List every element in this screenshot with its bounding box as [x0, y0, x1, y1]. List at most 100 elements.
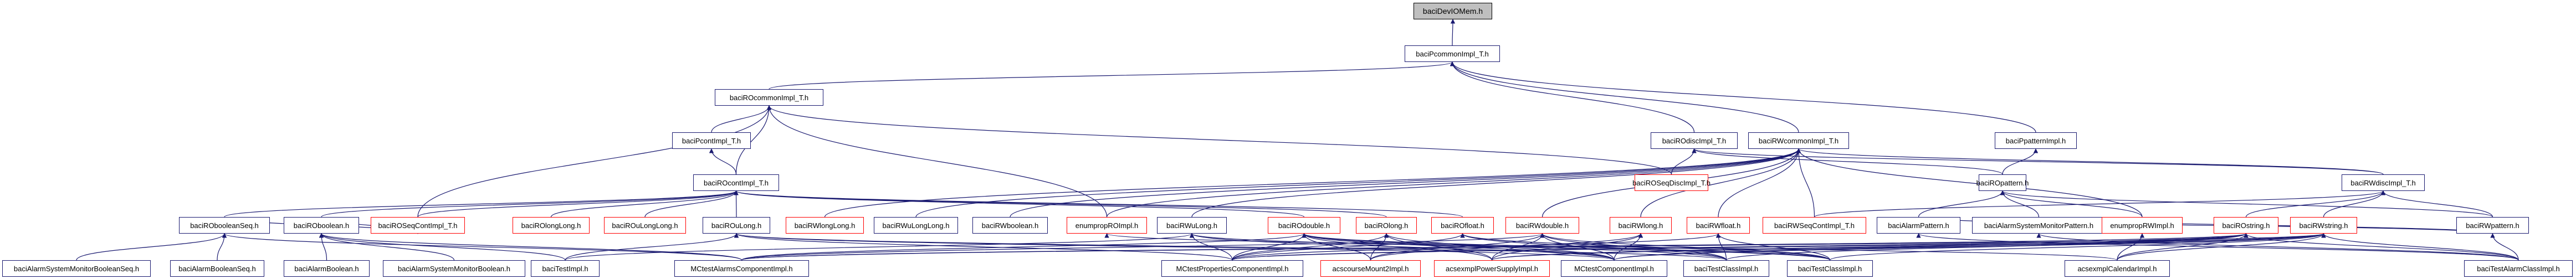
graph-node-bacirwfloat-h[interactable]: baciRWfloat.h — [1687, 217, 1750, 234]
graph-node-bacirwlong-h[interactable]: baciRWlong.h — [1610, 217, 1672, 234]
graph-node-bacirolong-h[interactable]: baciROlong.h — [1356, 217, 1417, 234]
graph-edge — [1796, 148, 2384, 175]
graph-node-bacirwstring-h[interactable]: baciRWstring.h — [2290, 217, 2357, 234]
graph-edge — [711, 105, 772, 133]
graph-node-bacirocontimpl-t-h[interactable]: baciROcontImpl_T.h — [693, 174, 779, 191]
graph-node-enumproproimpl-h[interactable]: enumpropROImpl.h — [1067, 217, 1147, 234]
graph-edge — [321, 190, 739, 218]
graph-node-baciroulong-h[interactable]: baciROuLong.h — [703, 217, 770, 234]
graph-node-bacialarmsystemmonitorpattern-h[interactable]: baciAlarmSystemMonitorPattern.h — [1972, 217, 2106, 234]
graph-node-bacialarmboolean-h[interactable]: baciAlarmBoolean.h — [284, 260, 370, 277]
graph-node-label: baciROSeqDiscImpl_T.h — [1632, 178, 1710, 187]
graph-edge — [1725, 233, 2249, 261]
graph-edge — [1460, 233, 1727, 261]
graph-node-baciroulonglong-h[interactable]: baciROuLongLong.h — [604, 217, 686, 234]
graph-edge — [1450, 61, 2036, 133]
graph-node-bacirwcommonimpl-t-h[interactable]: baciRWcommonImpl_T.h — [1748, 132, 1849, 149]
graph-node-mctestcomponentimpl-h[interactable]: MCtestComponentImpl.h — [1561, 260, 1667, 277]
graph-node-baciroseqcontimpl-t-h[interactable]: baciROSeqContImpl_T.h — [371, 217, 465, 234]
graph-node-bacipcommonimpl-t-h[interactable]: baciPcommonImpl_T.h — [1405, 45, 1500, 62]
graph-node-label: baciROlong.h — [1364, 221, 1409, 230]
graph-edge — [1491, 233, 1545, 261]
graph-node-bacitestimpl-h[interactable]: baciTestImpl.h — [531, 260, 600, 277]
graph-edge — [734, 190, 1387, 218]
graph-node-bacideviomem-h[interactable]: baciDevIOMem.h — [1414, 3, 1492, 19]
graph-node-bacitestclassimpl-h[interactable]: baciTestClassImpl.h — [1787, 260, 1873, 277]
graph-node-bacirwseqcontimpl-t-h[interactable]: baciRWSeqContImpl_T.h — [1763, 217, 1866, 234]
graph-edge — [76, 233, 227, 261]
graph-node-bacippatternimpl-h[interactable]: baciPpatternImpl.h — [1995, 132, 2077, 149]
graph-node-mctestpropertiescomponentimpl-h[interactable]: MCtestPropertiesComponentImpl.h — [1161, 260, 1303, 277]
graph-edge — [1796, 148, 2143, 218]
graph-node-label: acsexmplCalendarImpl.h — [2077, 264, 2157, 273]
graph-node-bacialarmsystemmonitorbooleanseq-h[interactable]: baciAlarmSystemMonitorBooleanSeq.h — [2, 260, 151, 277]
graph-node-bacirodouble-h[interactable]: baciROdouble.h — [1268, 217, 1340, 234]
graph-edge — [2000, 190, 2143, 218]
graph-node-bacirwulonglong-h[interactable]: baciRWuLongLong.h — [874, 217, 958, 234]
graph-node-bacirodiscimpl-t-h[interactable]: baciROdiscImpl_T.h — [1651, 132, 1738, 149]
graph-edge — [741, 233, 1307, 261]
graph-edge — [417, 190, 739, 218]
graph-node-acsexmplcalendarimpl-h[interactable]: acsexmplCalendarImpl.h — [2065, 260, 2170, 277]
graph-node-bacialarmsystemmonitorboolean-h[interactable]: baciAlarmSystemMonitorBoolean.h — [383, 260, 525, 277]
graph-node-label: baciAlarmSystemMonitorBooleanSeq.h — [13, 264, 140, 273]
graph-edge — [319, 233, 455, 261]
graph-node-label: acscourseMount2Impl.h — [1332, 264, 1409, 273]
graph-node-bacitestalarmclassimpl-h[interactable]: baciTestAlarmClassImpl.h — [2464, 260, 2573, 277]
graph-node-label: baciRWuLongLong.h — [882, 221, 950, 230]
graph-edge — [1692, 148, 2384, 175]
graph-node-label: baciRObooleanSeq.h — [190, 221, 259, 230]
graph-node-bacirwdiscimpl-t-h[interactable]: baciRWdiscImpl_T.h — [2342, 174, 2425, 191]
graph-node-acscoursemount2impl-h[interactable]: acscourseMount2Impl.h — [1320, 260, 1421, 277]
graph-edge — [2117, 233, 2145, 261]
graph-edge — [1302, 233, 1371, 261]
graph-node-bacirwlonglong-h[interactable]: baciRWlongLong.h — [786, 217, 864, 234]
graph-edge — [1715, 233, 1831, 261]
graph-node-bacirocommonimpl-t-h[interactable]: baciROcommonImpl_T.h — [715, 89, 823, 106]
graph-node-bacirobooleanseq-h[interactable]: baciRObooleanSeq.h — [179, 217, 270, 234]
graph-node-baciroboolean-h[interactable]: baciROboolean.h — [284, 217, 359, 234]
graph-edge — [319, 233, 327, 261]
graph-edge — [1540, 233, 1831, 261]
graph-node-bacirofloat-h[interactable]: baciROfloat.h — [1431, 217, 1494, 234]
graph-node-baciroseqdiscimpl-t-h[interactable]: baciROSeqDiscImpl_T.h — [1632, 174, 1710, 191]
graph-edge — [1450, 61, 1799, 133]
graph-node-enumproprwimpl-h[interactable]: enumpropRWImpl.h — [2102, 217, 2183, 234]
graph-node-label: baciPpatternImpl.h — [2005, 136, 2066, 145]
graph-edge — [734, 190, 739, 218]
graph-edge — [2321, 233, 2519, 261]
graph-node-label: baciRWcommonImpl_T.h — [1758, 136, 1839, 145]
graph-edge — [741, 233, 1545, 261]
graph-node-acsexmplpowersupplyimpl-h[interactable]: acsexmplPowerSupplyImpl.h — [1434, 260, 1550, 277]
graph-node-label: baciRWlongLong.h — [794, 221, 856, 230]
graph-node-baciropattern-h[interactable]: baciROpattern.h — [1976, 174, 2029, 191]
graph-edge — [2245, 190, 2386, 218]
graph-node-label: baciTestClassImpl.h — [1694, 264, 1759, 273]
graph-edge — [319, 233, 742, 261]
graph-node-bacialarmbooleanseq-h[interactable]: baciAlarmBooleanSeq.h — [170, 260, 264, 277]
graph-node-bacitestclassimpl-h[interactable]: baciTestClassImpl.h — [1683, 260, 1769, 277]
graph-node-bacirwpattern-h[interactable]: baciRWpattern.h — [2456, 217, 2529, 234]
graph-edge — [550, 190, 739, 218]
graph-node-bacirolonglong-h[interactable]: baciROlongLong.h — [513, 217, 590, 234]
graph-edge — [709, 148, 737, 175]
graph-edge — [1302, 233, 1831, 261]
graph-node-bacipcontimpl-t-h[interactable]: baciPcontImpl_T.h — [672, 132, 751, 149]
graph-node-bacirostring-h[interactable]: baciROstring.h — [2214, 217, 2278, 234]
graph-edge — [1370, 233, 1389, 261]
graph-node-bacialarmpattern-h[interactable]: baciAlarmPattern.h — [1877, 217, 1960, 234]
graph-node-bacirwboolean-h[interactable]: baciRWboolean.h — [972, 217, 1048, 234]
graph-edge — [1796, 148, 1815, 218]
graph-edge — [766, 105, 1108, 218]
graph-edge — [734, 190, 1463, 218]
graph-edge — [1302, 233, 1615, 261]
graph-node-label: baciAlarmBoolean.h — [294, 264, 359, 273]
graph-edge — [224, 190, 739, 218]
graph-edge — [1190, 233, 1615, 261]
graph-node-label: baciRWfloat.h — [1696, 221, 1741, 230]
graph-node-bacirwulong-h[interactable]: baciRWuLong.h — [1157, 217, 1227, 234]
graph-edge — [2244, 233, 2519, 261]
graph-edge — [1614, 233, 2326, 261]
graph-node-mctestalarmscomponentimpl-h[interactable]: MCtestAlarmsComponentImpl.h — [674, 260, 809, 277]
graph-node-bacirwdouble-h[interactable]: baciRWdouble.h — [1505, 217, 1579, 234]
